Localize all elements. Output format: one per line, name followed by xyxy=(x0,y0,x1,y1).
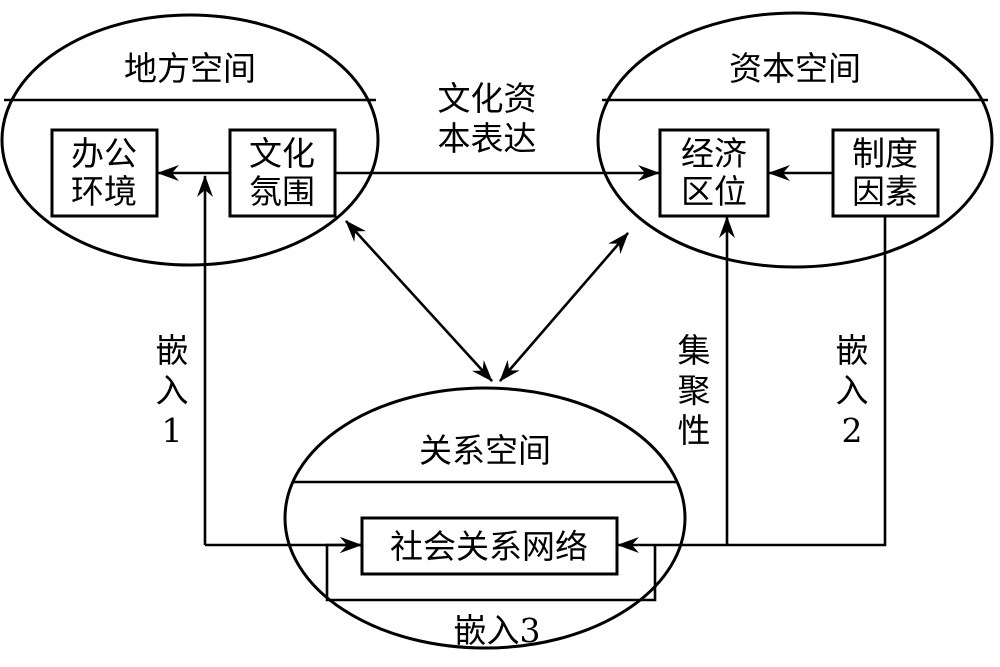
economic-location-line1: 经济 xyxy=(681,134,747,173)
office-environment-line2: 环境 xyxy=(71,172,137,211)
embed2-line2: 入 xyxy=(836,371,869,410)
embed1-line1: 嵌 xyxy=(156,331,189,370)
institutional-factors-box xyxy=(831,128,940,218)
embed2-line3: 2 xyxy=(842,411,863,450)
embed3-loop xyxy=(325,537,657,602)
embed2-line1: 嵌 xyxy=(836,331,869,370)
agglomeration-line1: 集 xyxy=(678,331,711,370)
place-space-title: 地方空间 xyxy=(124,49,256,88)
institutional-factors-line1: 制度 xyxy=(852,134,918,173)
social-network-label: 社会关系网络 xyxy=(390,527,588,566)
agglomeration-line3: 性 xyxy=(678,411,711,450)
agglomeration-line2: 聚 xyxy=(678,371,711,410)
office-environment-line1: 办公 xyxy=(71,134,137,173)
culture-atmosphere-line2: 氛围 xyxy=(249,172,315,211)
capital-space: 资本空间 经济 区位 制度 因素 xyxy=(596,11,994,269)
place-relation-double-arrow xyxy=(345,220,493,382)
culture-atmosphere-line1: 文化 xyxy=(249,134,315,173)
relation-space-title: 关系空间 xyxy=(419,431,551,470)
culture-expression-line1: 文化资 xyxy=(438,79,537,118)
embed3-label: 嵌入3 xyxy=(454,611,541,650)
embed1-line3: 1 xyxy=(162,411,183,450)
institutional-factors-line2: 因素 xyxy=(852,172,918,211)
place-space: 地方空间 办公 环境 文化 氛围 xyxy=(0,13,380,267)
economic-location-line2: 区位 xyxy=(681,172,747,211)
relation-space: 关系空间 社会关系网络 xyxy=(283,386,687,650)
embed1-line2: 入 xyxy=(156,371,189,410)
capital-relation-double-arrow xyxy=(499,232,629,382)
capital-space-title: 资本空间 xyxy=(729,49,861,88)
social-network-box xyxy=(360,516,619,576)
embed2-path xyxy=(617,216,887,553)
office-environment-box xyxy=(50,128,159,218)
culture-expression-line2: 本表达 xyxy=(438,119,537,158)
culture-atmosphere-box xyxy=(228,128,337,218)
